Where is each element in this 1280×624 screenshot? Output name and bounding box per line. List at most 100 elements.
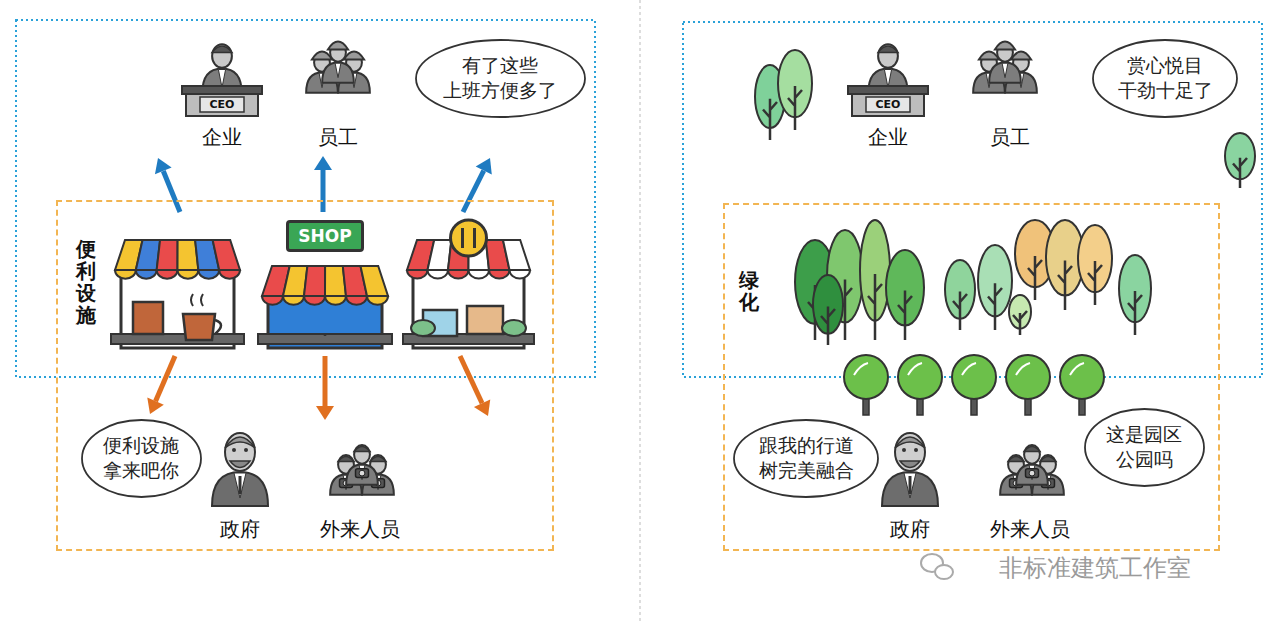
tree-icon (1078, 225, 1112, 305)
shape (178, 270, 199, 279)
shape (763, 99, 777, 140)
speech-bubble: 这是园区公园吗 (1083, 407, 1206, 488)
ceo-icon (848, 44, 928, 116)
shape (844, 355, 888, 399)
desk-plate: CEO (876, 98, 901, 111)
shape (186, 94, 258, 116)
shape (935, 565, 953, 579)
shape (370, 456, 386, 461)
shape (1013, 311, 1027, 335)
shape (1233, 158, 1247, 188)
enterprise-region (16, 20, 595, 377)
shape (898, 355, 942, 399)
bubble-shape (82, 420, 201, 497)
shape (215, 320, 221, 334)
shape (866, 97, 910, 112)
shape (212, 44, 232, 67)
tree-icon (978, 245, 1012, 330)
shape (821, 307, 835, 346)
worker-icon (306, 42, 370, 93)
shape (304, 266, 325, 296)
role-label: 员工 (318, 124, 358, 151)
shape (1029, 470, 1035, 476)
tree-icon (1225, 133, 1255, 188)
shape (198, 270, 219, 279)
shape (322, 62, 354, 82)
shape (510, 270, 531, 279)
shape (230, 461, 250, 468)
wechat-icon (921, 554, 953, 579)
shape (304, 296, 325, 305)
shape (292, 335, 358, 338)
shop-icon (258, 266, 392, 348)
shape (258, 334, 392, 344)
shape (344, 52, 364, 60)
shape (467, 306, 503, 334)
shape (407, 270, 428, 279)
arrow (460, 356, 490, 416)
shape (979, 52, 999, 60)
shape (1024, 446, 1040, 451)
arrow (147, 356, 175, 414)
shape (283, 296, 304, 305)
enterprise-region (683, 22, 1262, 377)
shape (868, 274, 882, 340)
shape (1128, 291, 1142, 335)
shape (359, 470, 365, 476)
shape (225, 437, 255, 448)
bubble-text: 赏心悦目干劲十足了 (1118, 53, 1213, 102)
shape (463, 228, 475, 248)
shape (212, 472, 268, 506)
shape (1011, 52, 1031, 60)
bubble-text: 跟我的行道树完美融合 (759, 433, 854, 482)
shape (854, 363, 868, 375)
shape (1028, 256, 1042, 300)
shape (335, 63, 341, 77)
tree-icon (1119, 255, 1151, 335)
shape (115, 270, 136, 279)
shape (1088, 261, 1102, 305)
shape (183, 314, 215, 340)
tree-icon (778, 50, 812, 130)
shape (1058, 261, 1072, 311)
group-title: 绿化 (739, 269, 759, 313)
shape (848, 86, 928, 94)
official-icon (882, 433, 938, 506)
shape (988, 283, 1002, 330)
bubble-outline (732, 418, 880, 499)
shape (1040, 456, 1056, 461)
shape (244, 448, 248, 452)
shape (953, 292, 967, 331)
shape (884, 70, 891, 88)
shape (323, 356, 328, 406)
shape (361, 266, 389, 296)
shape (225, 433, 255, 471)
shape (448, 270, 469, 279)
shape (908, 363, 922, 375)
shop-icon (403, 220, 534, 348)
shape (312, 52, 332, 60)
shape (133, 302, 163, 334)
shape (163, 171, 180, 212)
bubble-outline (1091, 38, 1239, 119)
shape (367, 296, 388, 305)
shape (1008, 456, 1024, 461)
arrow (316, 356, 334, 420)
shape (1016, 464, 1048, 484)
shape (1016, 363, 1030, 375)
divider (640, 0, 641, 624)
shape (904, 473, 916, 498)
shape (212, 46, 232, 52)
sign-text: SHOP (298, 226, 351, 246)
shape (898, 291, 912, 341)
shape (182, 86, 262, 94)
role-label: 外来人员 (990, 516, 1070, 543)
tree-icon (945, 260, 975, 330)
shape (1002, 63, 1008, 77)
speech-bubble: 有了这些上班方便多了 (414, 38, 587, 119)
arrow (155, 158, 180, 212)
shape (147, 398, 164, 414)
shape (1060, 355, 1104, 399)
shape (962, 363, 976, 375)
shape (219, 270, 240, 279)
